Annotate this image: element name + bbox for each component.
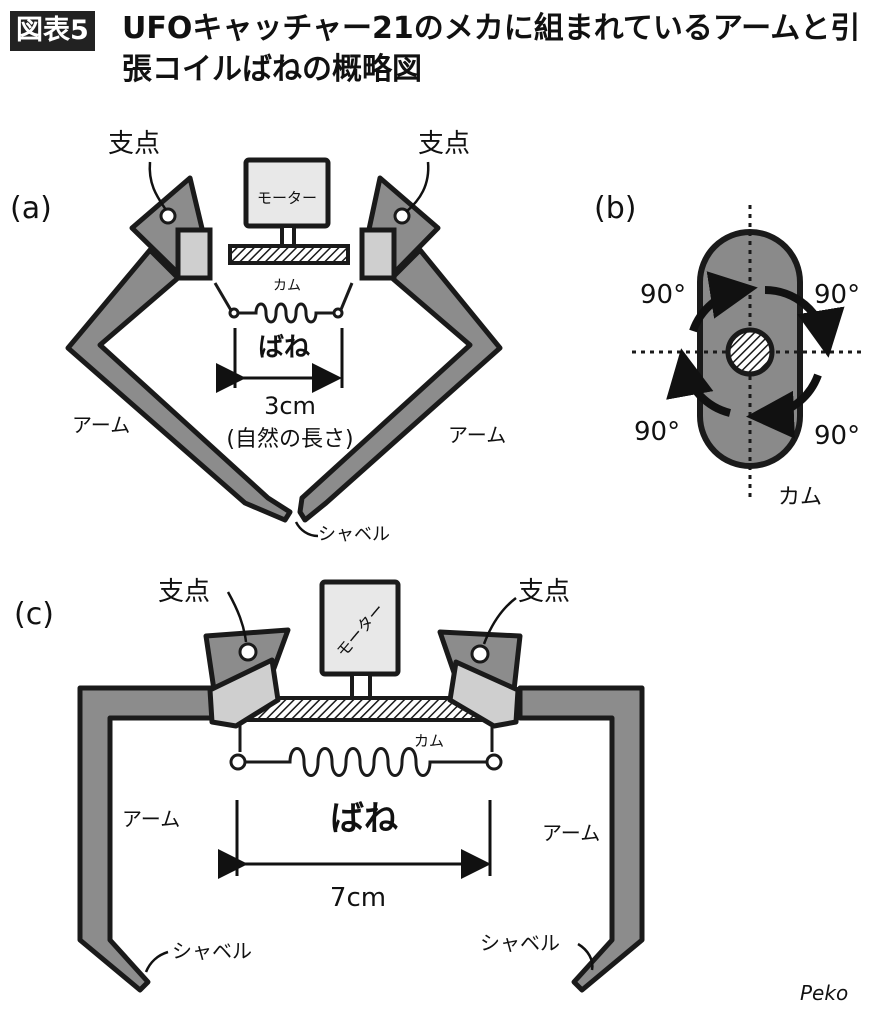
fulcrum-c-right-label: 支点 — [518, 577, 570, 607]
fulcrum-a-right-label: 支点 — [418, 129, 470, 159]
arm-a-left — [65, 175, 293, 523]
fulcrum-c-right-pointer — [482, 597, 517, 645]
panel-a: (a) モーター カム — [10, 129, 506, 545]
fulcrum-a-right-pointer — [405, 161, 430, 213]
angle-b-tl: 90° — [640, 280, 686, 310]
panel-a-label: (a) — [10, 191, 52, 226]
shovel-c-right-label: シャベル — [480, 931, 560, 955]
fulcrum-a-left-pointer — [148, 161, 168, 211]
spring-c — [229, 724, 503, 777]
fulcrum-a-left — [159, 207, 177, 225]
angle-b-tr: 90° — [814, 280, 860, 310]
arm-a-left-label: アーム — [72, 413, 130, 437]
rotation-arrows — [666, 271, 845, 439]
spring-a-label: ばね — [258, 333, 310, 363]
shovel-a-pointer — [294, 521, 319, 538]
motor-a: モーター — [243, 157, 331, 248]
cam-a-label: カム — [273, 278, 301, 294]
cam-c-label: カム — [414, 732, 444, 750]
fulcrum-c-right — [470, 644, 490, 664]
figure-title: UFOキャッチャー21のメカに組まれているアームと引張コイルばねの概略図 — [122, 11, 861, 87]
arm-a-right-label: アーム — [448, 423, 506, 447]
shovel-a-label: シャベル — [318, 524, 390, 545]
angle-b-bl: 90° — [634, 417, 680, 447]
signature: Peko — [800, 981, 848, 1005]
panel-b: (b) 90° 90° 90° 90° カム — [594, 191, 862, 510]
fulcrum-a-right — [393, 207, 411, 225]
length-c: 7cm — [330, 883, 386, 913]
arm-c-right-label: アーム — [542, 821, 600, 845]
shovel-c-left-pointer — [144, 950, 169, 973]
panel-b-label: (b) — [594, 191, 636, 226]
fulcrum-c-left-pointer — [226, 591, 248, 643]
cam-b-shaft — [725, 327, 775, 377]
motor-c: モーター — [319, 579, 401, 700]
fulcrum-c-left — [238, 642, 258, 662]
shovel-c-left-label: シャベル — [172, 939, 252, 963]
fulcrum-c-left-label: 支点 — [158, 577, 210, 607]
arm-c-left-label: アーム — [122, 807, 180, 831]
fulcrum-a-left-label: 支点 — [108, 129, 160, 159]
spring-c-label: ばね — [330, 799, 398, 839]
cam-b-label: カム — [778, 485, 822, 510]
panel-c: (c) モーター カム — [14, 577, 645, 993]
arm-c-left — [77, 627, 291, 993]
figure-tag: 図表5 — [10, 11, 95, 51]
panel-c-label: (c) — [14, 597, 54, 632]
spring-a — [213, 282, 354, 324]
length-a-note: (自然の長さ) — [226, 427, 353, 452]
cam-bar-a — [228, 244, 350, 265]
angle-b-br: 90° — [814, 421, 860, 451]
shovel-c-right-pointer — [577, 942, 594, 971]
arm-c-right — [437, 629, 645, 993]
length-a: 3cm — [264, 392, 316, 420]
arm-a-right — [297, 175, 503, 523]
motor-a-label: モーター — [257, 189, 317, 207]
